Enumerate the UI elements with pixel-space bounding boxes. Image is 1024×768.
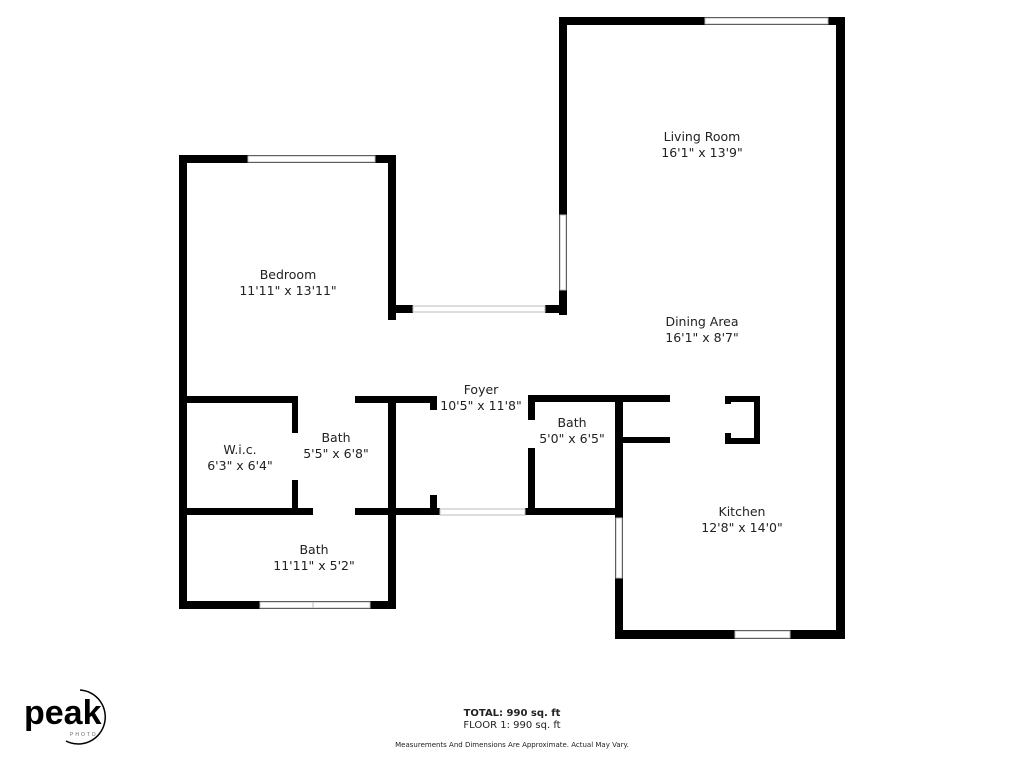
floor-area: FLOOR 1: 990 sq. ft bbox=[463, 720, 561, 731]
room-name: Kitchen bbox=[718, 504, 766, 519]
room-name: W.i.c. bbox=[223, 442, 257, 457]
room-dims: 11'11" x 13'11" bbox=[239, 283, 337, 298]
svg-text:peak: peak bbox=[24, 694, 102, 732]
room-name: Bedroom bbox=[259, 267, 317, 282]
room-dims: 16'1" x 8'7" bbox=[665, 330, 739, 345]
room-name: Dining Area bbox=[665, 314, 739, 329]
windows bbox=[247, 17, 829, 639]
logo-graphic: peak PHOTO bbox=[24, 689, 106, 745]
total-area: TOTAL: 990 sq. ft bbox=[463, 708, 561, 719]
room-dims: 5'0" x 6'5" bbox=[539, 431, 605, 446]
room-dims: 12'8" x 14'0" bbox=[701, 520, 783, 535]
room-name: Bath bbox=[557, 415, 587, 430]
room-name: Living Room bbox=[663, 129, 741, 144]
svg-text:PHOTO: PHOTO bbox=[70, 732, 98, 738]
room-wic: W.i.c.6'3" x 6'4" bbox=[207, 442, 273, 474]
room-name: Bath bbox=[299, 542, 329, 557]
room-dims: 11'11" x 5'2" bbox=[273, 558, 355, 573]
room-name: Bath bbox=[321, 430, 351, 445]
peak-photo-logo: peak PHOTO bbox=[22, 686, 122, 750]
room-dims: 6'3" x 6'4" bbox=[207, 458, 273, 473]
room-name: Foyer bbox=[463, 382, 499, 397]
room-dims: 16'1" x 13'9" bbox=[661, 145, 743, 160]
disclaimer: Measurements And Dimensions Are Approxim… bbox=[395, 741, 629, 749]
room-dims: 5'5" x 6'8" bbox=[303, 446, 369, 461]
room-dims: 10'5" x 11'8" bbox=[440, 398, 522, 413]
